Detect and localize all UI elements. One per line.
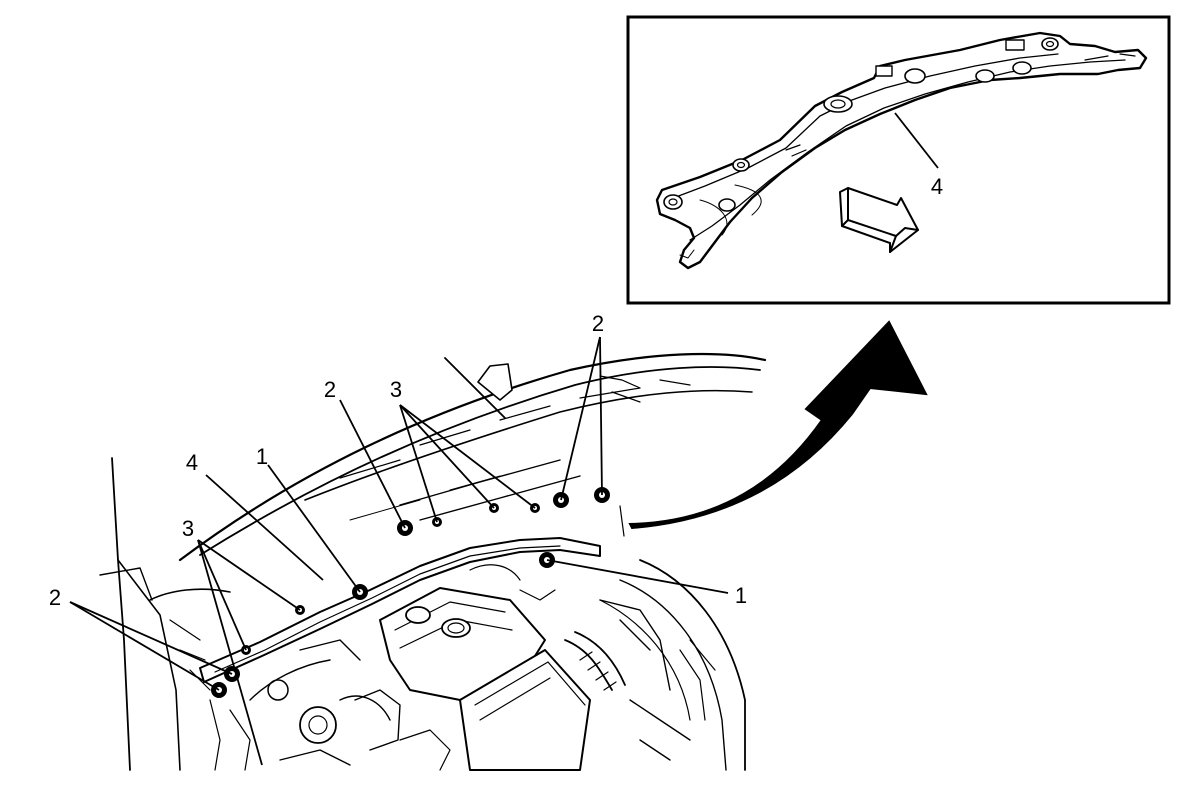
fender-body <box>99 457 746 771</box>
callout-3-mid: 3 <box>390 377 402 402</box>
installed-brace <box>199 537 601 683</box>
inset-leader <box>894 112 939 169</box>
callout-labels: 2 3 4 1 2 3 2 1 <box>49 311 747 610</box>
leader-lines <box>69 336 729 766</box>
callout-1-right: 1 <box>735 583 747 608</box>
hood <box>178 352 767 562</box>
inset-callout-4: 4 <box>931 174 943 199</box>
callout-2-mid: 2 <box>324 377 336 402</box>
forward-arrow-icon <box>839 187 919 253</box>
inset-detail-view: 4 <box>626 15 1171 305</box>
curved-arrow-icon <box>628 320 928 530</box>
engine-components <box>169 564 716 771</box>
callout-2-right: 2 <box>592 311 604 336</box>
inset-brace-part <box>655 31 1148 270</box>
callout-2-left: 2 <box>49 585 61 610</box>
callout-4-main: 4 <box>186 450 198 475</box>
callout-3-left: 3 <box>182 516 194 541</box>
engine-bay-view: 2 3 4 1 2 3 2 1 <box>49 311 767 771</box>
callout-1-left: 1 <box>256 444 268 469</box>
